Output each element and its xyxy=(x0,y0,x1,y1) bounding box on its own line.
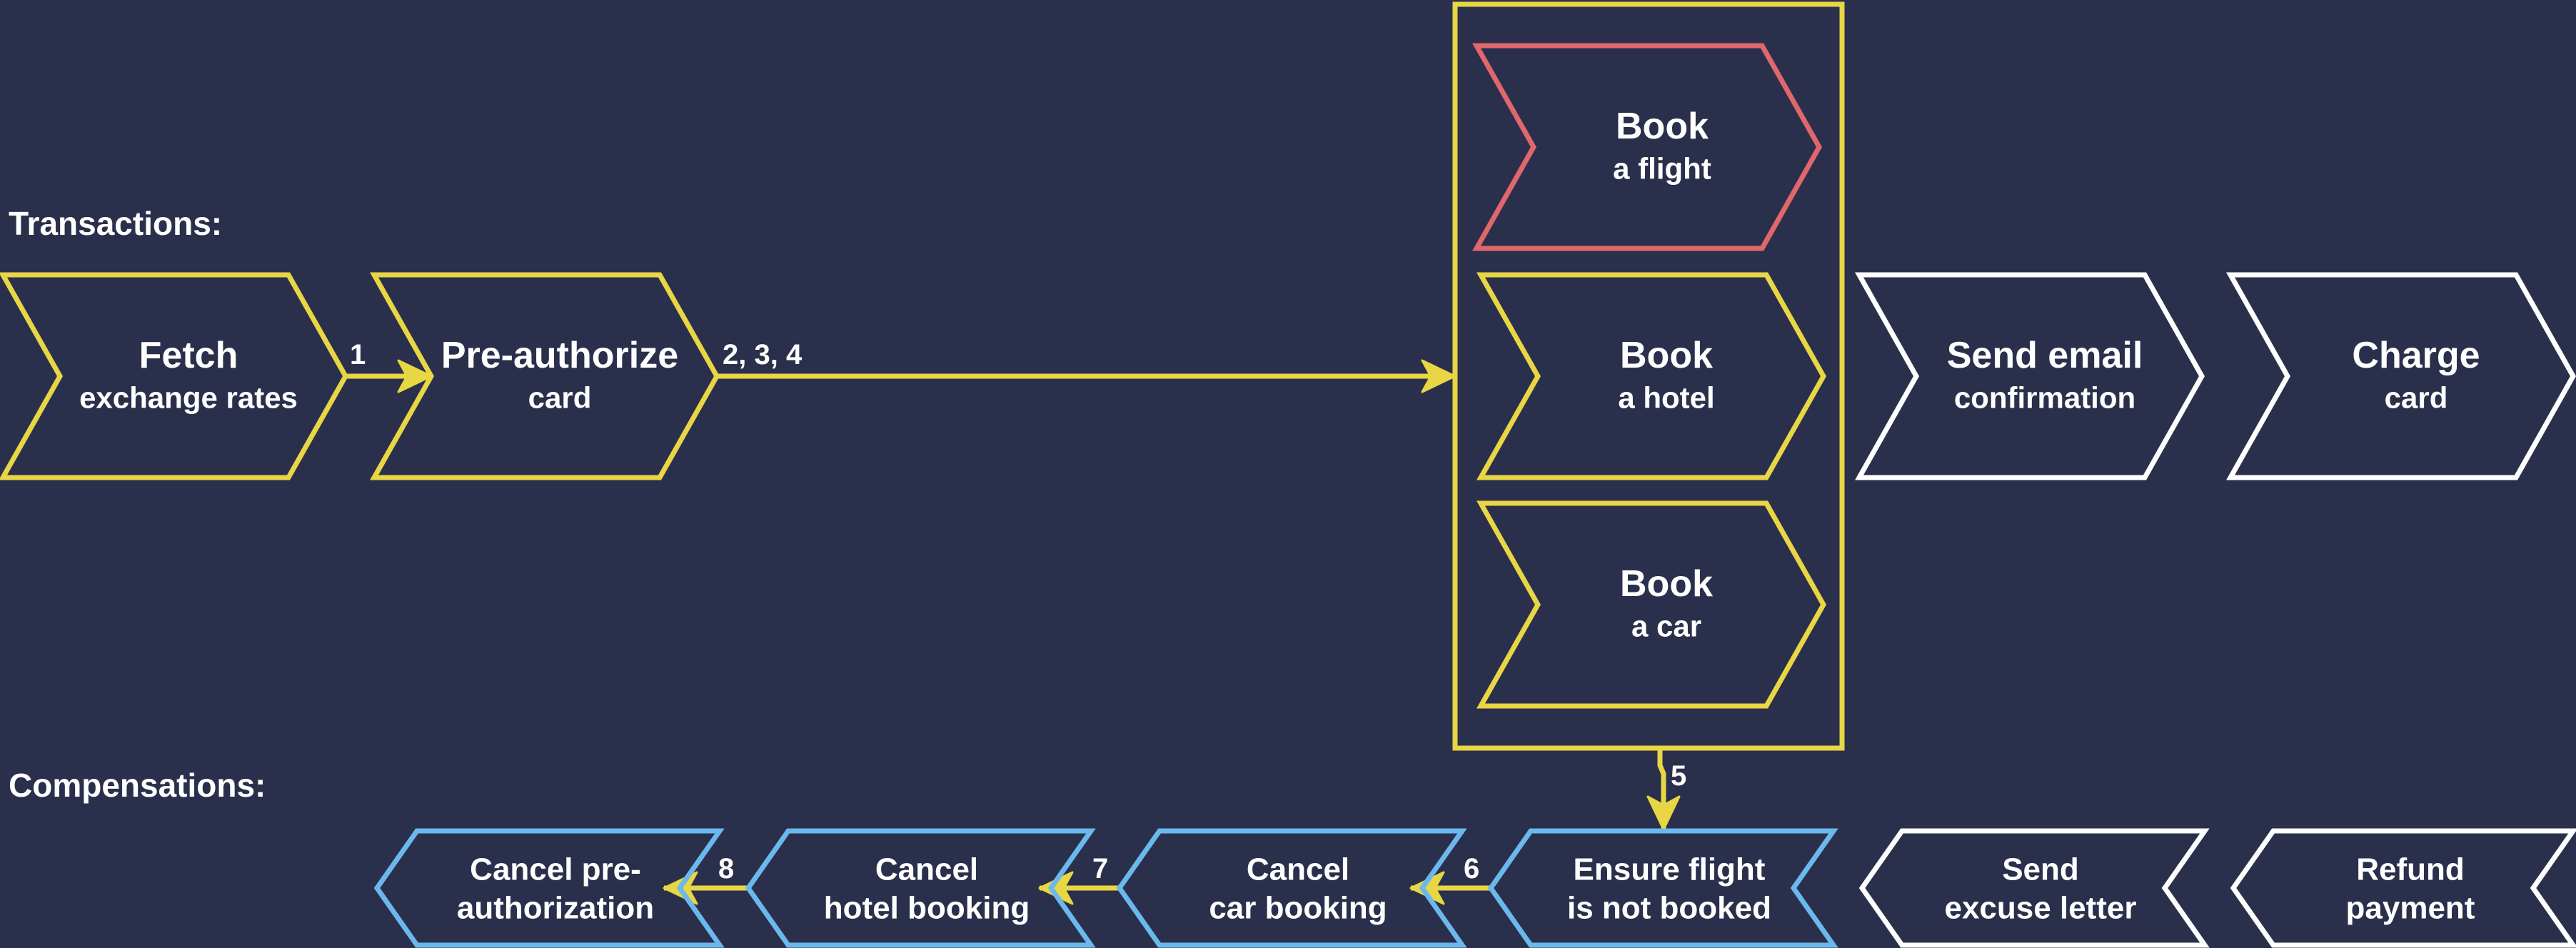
cancel-preauth-title: Cancel pre- xyxy=(470,852,641,887)
send-excuse-subtitle: excuse letter xyxy=(1944,890,2136,925)
flight-title: Book xyxy=(1616,106,1709,147)
refund-shape xyxy=(2230,828,2576,948)
transactions-label: Transactions: xyxy=(9,205,223,242)
cancel-preauth-subtitle: authorization xyxy=(457,890,654,925)
cancel-car-title: Cancel xyxy=(1247,852,1349,887)
edge-6-arrowhead xyxy=(1409,871,1445,905)
edge-8 xyxy=(663,871,748,905)
hotel-shape xyxy=(1476,272,1827,480)
edge-5-line xyxy=(1657,748,1666,830)
cancel-car-shape xyxy=(1116,828,1467,948)
hotel-title: Book xyxy=(1620,335,1713,376)
preauth-node: Pre-authorize card xyxy=(370,272,720,480)
fetch-node: Fetch exchange rates xyxy=(0,272,349,480)
flight-node: Book a flight xyxy=(1472,43,1823,251)
charge-title: Charge xyxy=(2352,335,2480,376)
ensure-flight-subtitle: is not booked xyxy=(1567,890,1771,925)
edge-6-label: 6 xyxy=(1464,853,1479,884)
edge-5-label: 5 xyxy=(1671,760,1686,792)
flight-shape xyxy=(1472,43,1823,251)
cancel-preauth-shape xyxy=(373,828,725,948)
refund-subtitle: payment xyxy=(2346,890,2475,925)
edge-1 xyxy=(346,359,433,393)
cancel-car-subtitle: car booking xyxy=(1209,890,1387,925)
car-title: Book xyxy=(1620,563,1713,605)
email-node: Send email confirmation xyxy=(1855,272,2205,480)
refund-title: Refund xyxy=(2356,852,2465,887)
cancel-hotel-title: Cancel xyxy=(875,852,978,887)
compensations-label: Compensations: xyxy=(9,767,266,804)
edge-5-arrowhead xyxy=(1646,795,1681,831)
edge-2-3-4-arrowhead xyxy=(1421,359,1456,393)
flight-subtitle: a flight xyxy=(1613,152,1711,186)
ensure-flight-shape xyxy=(1487,828,1838,948)
charge-shape xyxy=(2226,272,2576,480)
email-shape xyxy=(1855,272,2205,480)
edge-8-label: 8 xyxy=(718,853,734,884)
charge-subtitle: card xyxy=(2385,381,2448,415)
cancel-preauth-node: Cancel pre-authorization xyxy=(373,828,725,948)
edge-2-3-4 xyxy=(717,359,1456,393)
edge-2-3-4-label: 2, 3, 4 xyxy=(723,339,803,370)
car-subtitle: a car xyxy=(1631,610,1701,643)
send-excuse-shape xyxy=(1858,828,2210,948)
car-node: Book a car xyxy=(1476,500,1827,709)
fetch-title: Fetch xyxy=(139,335,238,376)
cancel-hotel-subtitle: hotel booking xyxy=(824,890,1030,925)
hotel-subtitle: a hotel xyxy=(1618,381,1714,415)
fetch-subtitle: exchange rates xyxy=(79,381,298,415)
preauth-title: Pre-authorize xyxy=(441,335,678,376)
send-excuse-title: Send xyxy=(2002,852,2079,887)
edge-5 xyxy=(1646,748,1681,831)
cancel-hotel-shape xyxy=(745,828,1096,948)
edge-7-label: 7 xyxy=(1092,853,1108,884)
fetch-shape xyxy=(0,272,349,480)
car-shape xyxy=(1476,500,1827,709)
edge-1-arrowhead xyxy=(397,359,433,393)
email-subtitle: confirmation xyxy=(1954,381,2135,415)
preauth-shape xyxy=(370,272,720,480)
email-title: Send email xyxy=(1947,335,2143,376)
edge-7-arrowhead xyxy=(1038,871,1074,905)
hotel-node: Book a hotel xyxy=(1476,272,1827,480)
charge-node: Charge card xyxy=(2226,272,2576,480)
edges: 1 2, 3, 4 5 6 7 8 xyxy=(346,339,1686,905)
ensure-flight-title: Ensure flight xyxy=(1574,852,1766,887)
parallel-group-frame xyxy=(1452,1,1845,751)
edge-1-label: 1 xyxy=(350,339,366,370)
preauth-subtitle: card xyxy=(528,381,592,415)
parallel-bookings-group xyxy=(1452,1,1845,751)
